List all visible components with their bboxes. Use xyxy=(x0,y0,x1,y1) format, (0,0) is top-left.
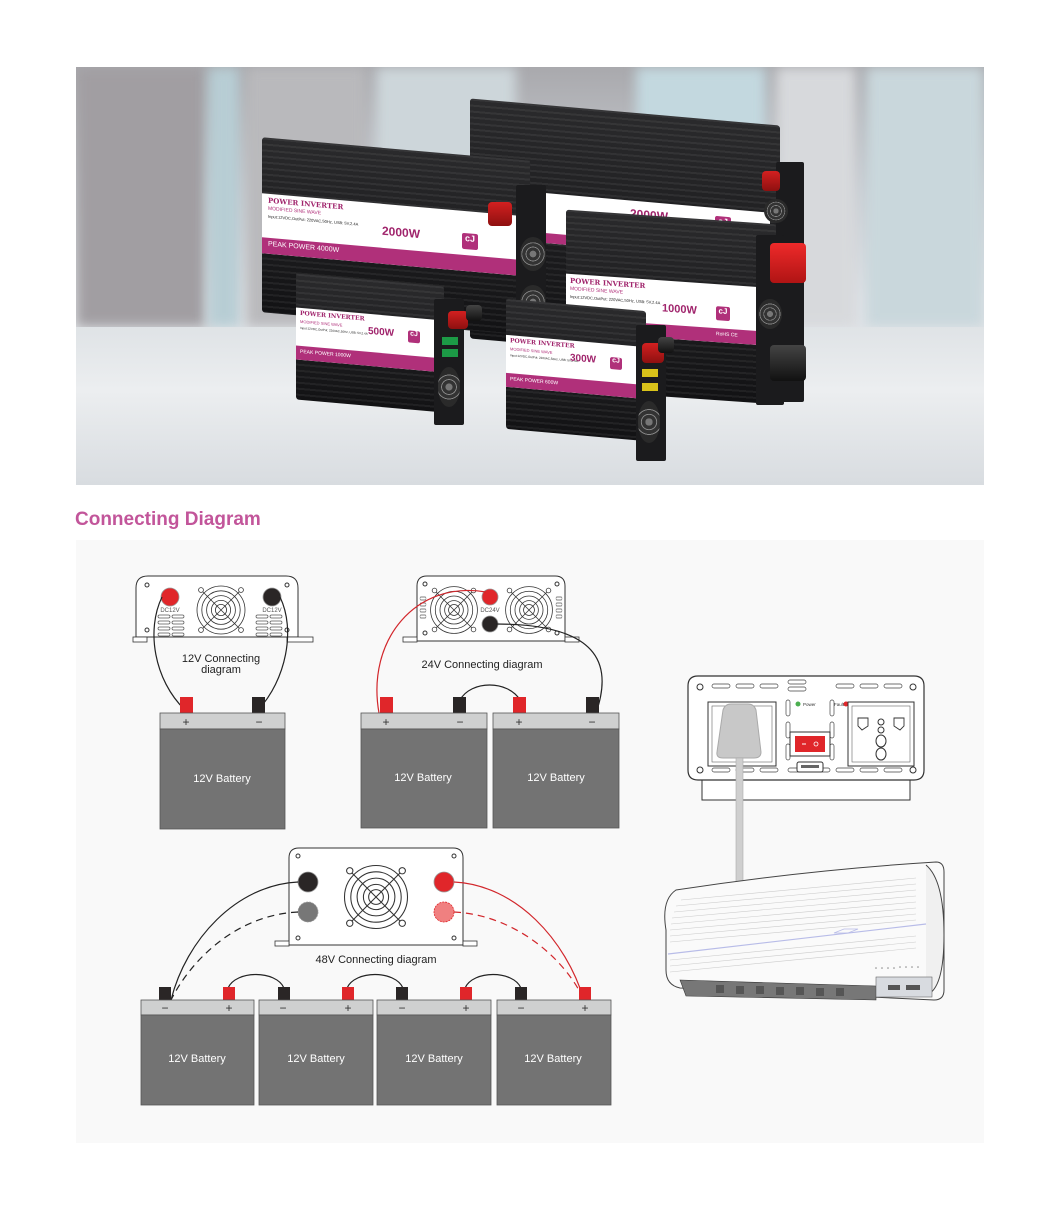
ac-socket-icon xyxy=(847,701,915,767)
positive-terminal xyxy=(770,243,806,283)
fuse-yellow xyxy=(642,369,658,377)
product-specs: Input:12VDC,OutPut: 220VAC,50Hz, USB: 5V… xyxy=(570,293,661,306)
fan-icon xyxy=(758,299,782,329)
peak-power-label: PEAK POWER 4000W xyxy=(268,240,340,255)
wattage-label: 500W xyxy=(368,325,395,340)
svg-text:−: − xyxy=(517,1001,524,1015)
svg-text:−: − xyxy=(161,1001,168,1015)
positive-terminal xyxy=(488,202,512,226)
svg-text:+: + xyxy=(344,1001,351,1015)
fuse-green xyxy=(442,349,458,357)
peak-power-label: PEAK POWER 600W xyxy=(510,376,559,387)
battery-label: 12V Battery xyxy=(524,1053,582,1065)
battery-label: 12V Battery xyxy=(193,773,251,785)
diagram-48v: 48V Connecting diagram − + 12V Battery −… xyxy=(140,847,612,1106)
bg-column xyxy=(866,67,984,327)
battery-label: 12V Battery xyxy=(527,772,585,784)
svg-text:+: + xyxy=(462,1001,469,1015)
svg-text:−: − xyxy=(588,715,595,729)
inverter-500w: POWER INVERTER MODIFIED SINE WAVE Input:… xyxy=(296,273,444,413)
bg-column xyxy=(76,67,206,327)
negative-terminal xyxy=(658,337,674,353)
wattage-label: 300W xyxy=(570,352,597,366)
diagram-caption: 48V Connecting diagram xyxy=(315,954,436,966)
positive-terminal xyxy=(762,171,780,191)
positive-terminal xyxy=(448,311,468,329)
fan-icon xyxy=(764,199,788,223)
terminal-label: DC12V xyxy=(160,608,179,614)
battery-label: 12V Battery xyxy=(405,1053,463,1065)
brand-logo-icon: cJ xyxy=(716,306,730,322)
product-specs: Input:12VDC,OutPut: 220VAC,50Hz, USB: 5V… xyxy=(510,353,578,364)
battery-label: 12V Battery xyxy=(168,1053,226,1065)
connecting-diagram-panel: DC12V DC12V 12V Connecting diagram + − 1… xyxy=(76,540,984,1143)
fuse-yellow xyxy=(642,383,658,391)
svg-text:−: − xyxy=(279,1001,286,1015)
product-specs: Input:12VDC,OutPut: 220VAC,50Hz, USB: 5V… xyxy=(300,325,368,336)
negative-terminal xyxy=(466,305,482,321)
negative-terminal-icon xyxy=(262,587,282,607)
bg-column xyxy=(208,67,240,327)
diagram-caption: diagram xyxy=(201,664,241,676)
product-photo: 2000W cJ POWER INVERTER MODIFIED SINE WA… xyxy=(76,67,984,485)
wattage-label: 2000W xyxy=(382,223,421,242)
svg-text:−: − xyxy=(398,1001,405,1015)
power-led-label: Power xyxy=(803,702,816,707)
svg-text:+: + xyxy=(225,1001,232,1015)
diagram-12v: DC12V DC12V 12V Connecting diagram + − 1… xyxy=(132,575,314,830)
brand-logo-icon: cJ xyxy=(610,356,622,371)
svg-text:+: + xyxy=(182,715,189,729)
ac-output-illustration: Power Fault xyxy=(664,675,945,1001)
negative-terminal xyxy=(770,345,806,381)
certifications: RoHS CE xyxy=(716,331,738,339)
fan-icon xyxy=(438,367,460,407)
battery-label: 12V Battery xyxy=(287,1053,345,1065)
svg-text:+: + xyxy=(382,715,389,729)
terminal-label: DC24V xyxy=(480,608,499,614)
diagram-caption: 24V Connecting diagram xyxy=(421,659,542,671)
svg-text:+: + xyxy=(581,1001,588,1015)
section-heading: Connecting Diagram xyxy=(75,509,261,530)
battery-label: 12V Battery xyxy=(394,772,452,784)
peak-power-label: PEAK POWER 1000W xyxy=(300,348,351,360)
brand-logo-icon: cJ xyxy=(462,232,478,251)
fan-icon xyxy=(638,401,660,443)
diagram-24v: DC24V 24V Connecting diagram + − 12V Bat… xyxy=(360,575,620,829)
inverter-300w: POWER INVERTER MODIFIED SINE WAVE Input:… xyxy=(506,298,646,442)
svg-text:+: + xyxy=(515,715,522,729)
terminal-label: DC12V xyxy=(262,608,281,614)
fault-led-label: Fault xyxy=(834,702,845,707)
fuse-green xyxy=(442,337,458,345)
diagram-caption: 12V Connecting xyxy=(182,653,260,665)
fan-icon xyxy=(520,237,546,271)
svg-text:−: − xyxy=(255,715,262,729)
wattage-label: 1000W xyxy=(662,302,697,317)
brand-logo-icon: cJ xyxy=(408,330,420,344)
svg-text:−: − xyxy=(456,715,463,729)
positive-terminal-icon xyxy=(160,587,180,607)
